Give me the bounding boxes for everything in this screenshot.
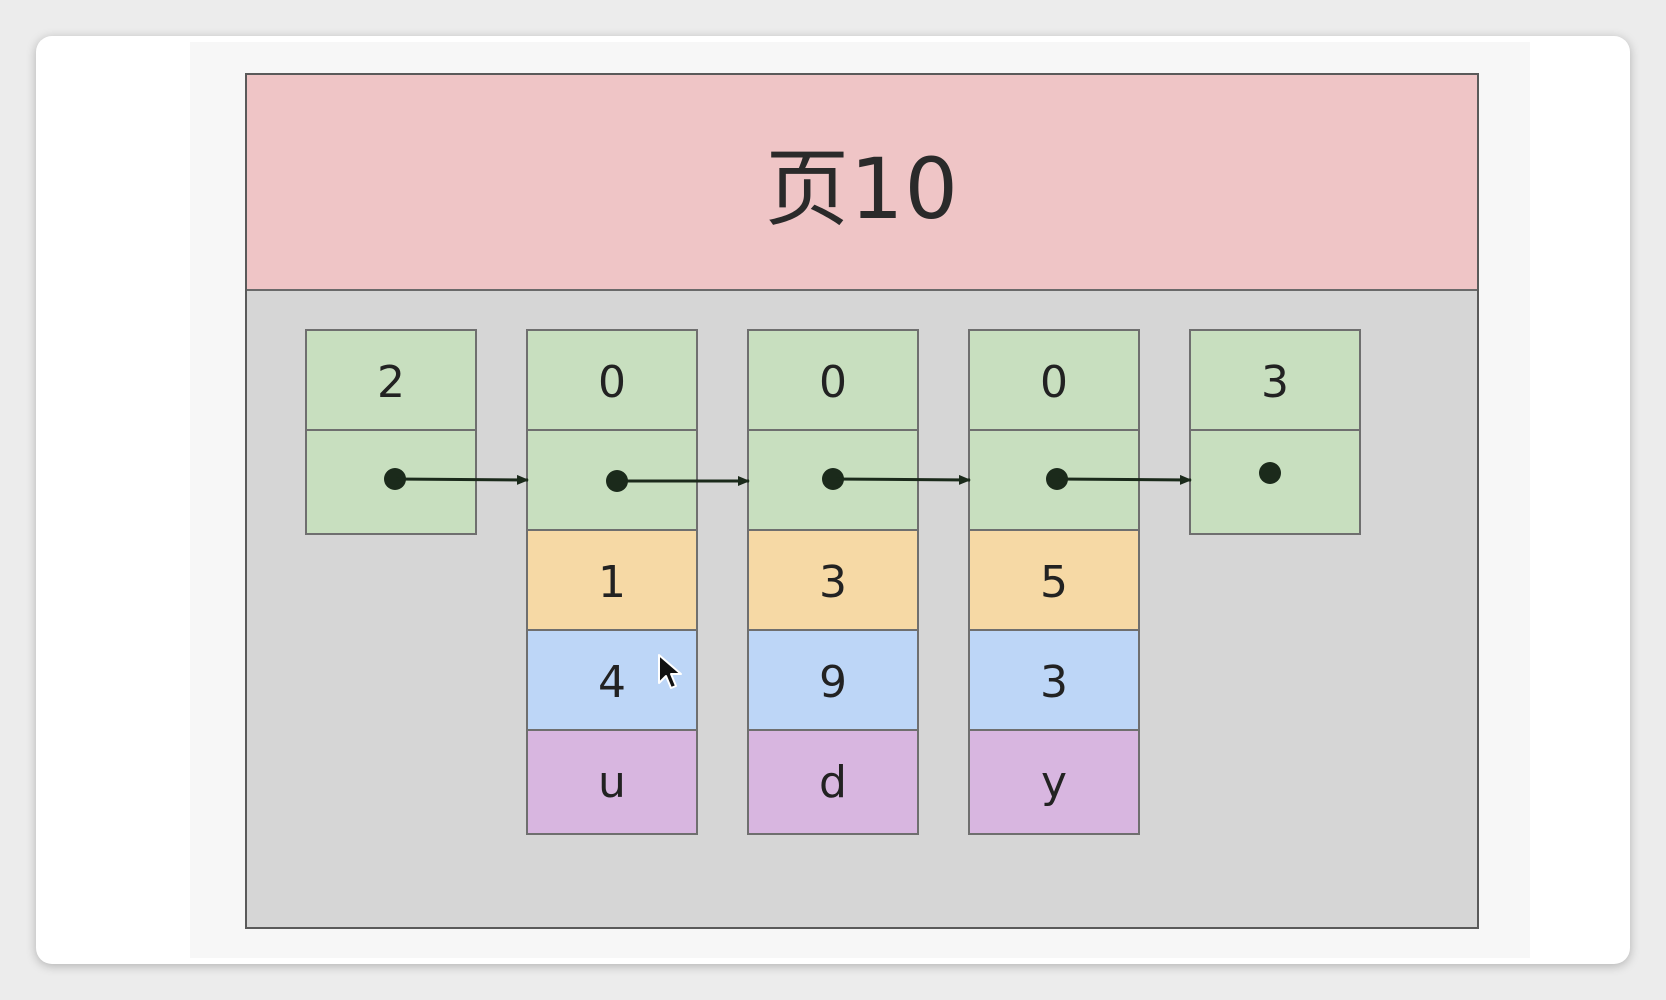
record-2-next-pointer-cell [747,429,919,535]
record-0-n-owned: 2 [305,329,477,435]
record-2-key: 3 [747,529,919,635]
record-3-next-pointer-cell [968,429,1140,535]
record-3-value1: 3 [968,629,1140,735]
record-4-n-owned: 3 [1189,329,1361,435]
page-10: 页10 2 0 1 4 u 0 3 9 d 0 5 3 y 3 [245,73,1479,929]
record-1-n-owned: 0 [526,329,698,435]
record-2-n-owned: 0 [747,329,919,435]
record-2-value2: d [747,729,919,835]
record-3-key: 5 [968,529,1140,635]
record-0-next-pointer-cell [305,429,477,535]
record-3-value2: y [968,729,1140,835]
page-title: 页10 [765,139,959,238]
window-card: 页10 2 0 1 4 u 0 3 9 d 0 5 3 y 3 [36,36,1630,964]
page-header: 页10 [247,75,1477,291]
record-1-key: 1 [526,529,698,635]
record-4-next-pointer-cell [1189,429,1361,535]
mouse-cursor-icon [658,654,682,689]
record-2-value1: 9 [747,629,919,735]
record-1-value2: u [526,729,698,835]
record-1-next-pointer-cell [526,429,698,535]
record-3-n-owned: 0 [968,329,1140,435]
